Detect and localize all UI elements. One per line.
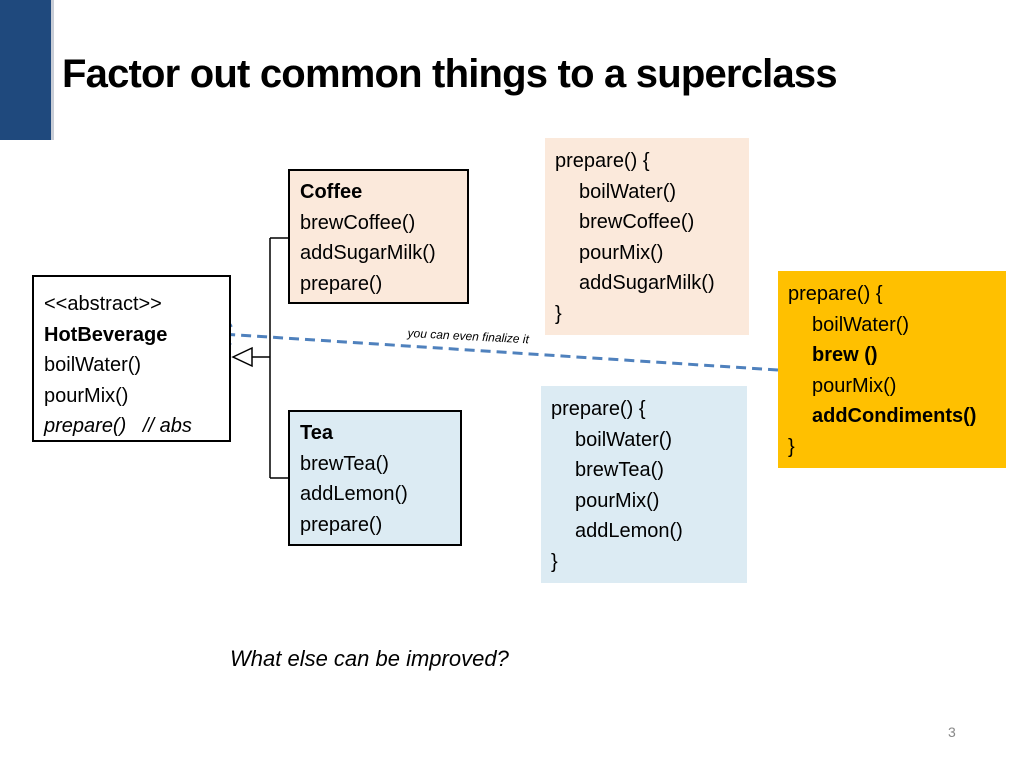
code-line: brewCoffee() [579, 211, 695, 233]
finalize-arrow-line [221, 332, 779, 372]
hot-beverage-method: boilWater() [44, 354, 142, 376]
coffee-prepare-code: prepare() { boilWater() brewCoffee() pou… [545, 138, 749, 335]
page-number: 3 [948, 724, 956, 740]
hot-beverage-stereotype: <<abstract>> [44, 293, 162, 315]
tea-method: brewTea() [300, 452, 389, 475]
code-line: prepare() { [788, 283, 883, 305]
tea-class-box: Tea brewTea() addLemon() prepare() [288, 410, 462, 546]
code-line: } [555, 302, 562, 325]
question-text: What else can be improved? [230, 646, 509, 671]
code-line: addSugarMilk() [579, 272, 715, 294]
code-line: pourMix() [579, 241, 664, 264]
slide-title: Factor out common things to a superclass [62, 52, 838, 96]
code-line: boilWater() [579, 180, 677, 203]
code-line: boilWater() [575, 428, 673, 451]
code-line: addLemon() [575, 520, 683, 542]
code-line-brew: brew () [812, 344, 878, 366]
code-line: } [788, 435, 795, 458]
hot-beverage-name: HotBeverage [44, 323, 168, 346]
coffee-name: Coffee [300, 181, 363, 203]
code-line-add-condiments: addCondiments() [812, 405, 977, 427]
code-line: pourMix() [812, 374, 897, 397]
hot-beverage-class-box: <<abstract>> HotBeverage boilWater() pou… [32, 275, 231, 442]
hot-beverage-abstract-method: prepare() // abs [44, 415, 192, 437]
tea-method: addLemon() [300, 483, 408, 505]
accent-bar [0, 0, 51, 140]
coffee-method: brewCoffee() [300, 211, 416, 234]
code-line: boilWater() [812, 313, 910, 336]
inheritance-triangle-icon [231, 346, 253, 368]
tea-prepare-code: prepare() { boilWater() brewTea() pourMi… [541, 386, 747, 583]
code-line: brewTea() [575, 459, 664, 481]
accent-bar-shadow [51, 0, 54, 140]
code-line: prepare() { [551, 398, 646, 420]
coffee-method: prepare() [300, 272, 383, 295]
hot-beverage-method: pourMix() [44, 384, 129, 407]
code-line: prepare() { [555, 150, 650, 172]
coffee-class-box: Coffee brewCoffee() addSugarMilk() prepa… [288, 169, 469, 304]
final-prepare-code: prepare() { boilWater() brew () pourMix(… [778, 271, 1006, 468]
tea-method: prepare() [300, 513, 383, 536]
code-line: } [551, 550, 558, 573]
tea-name: Tea [300, 422, 333, 444]
coffee-method: addSugarMilk() [300, 242, 436, 264]
code-line: pourMix() [575, 489, 660, 512]
